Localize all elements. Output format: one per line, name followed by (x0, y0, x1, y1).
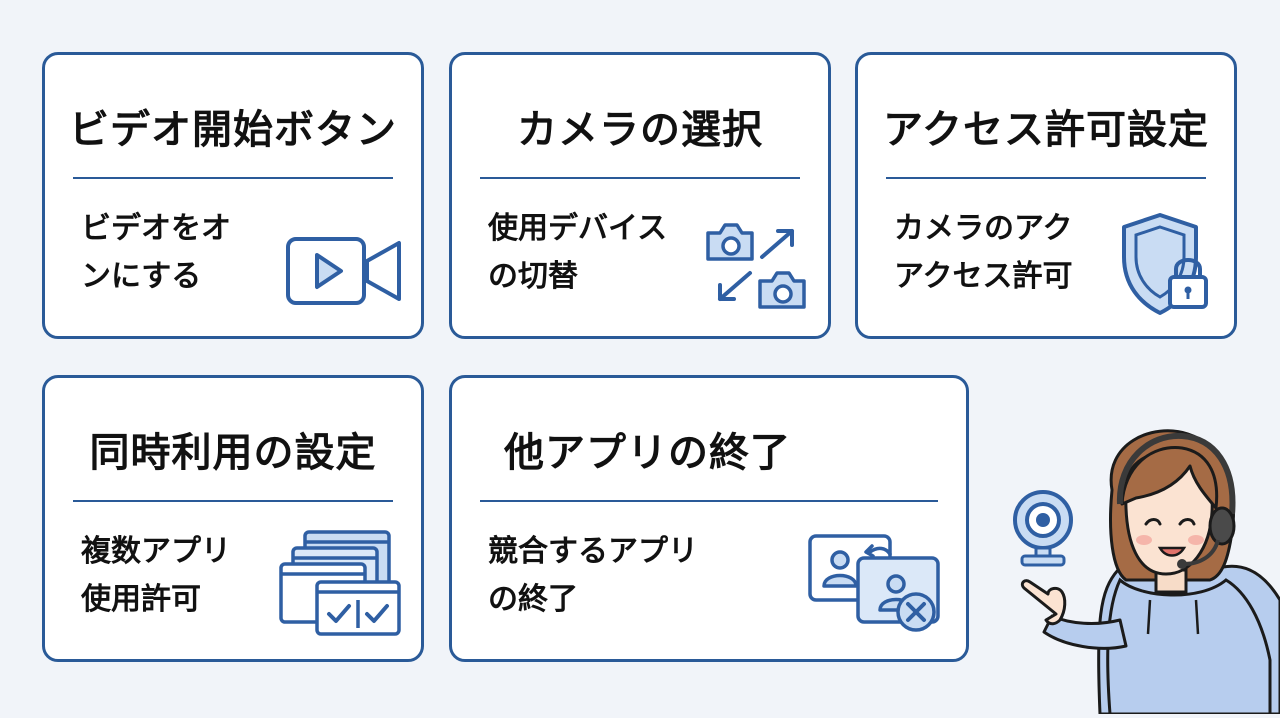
divider (73, 177, 393, 179)
card-title: アクセス許可設定 (883, 107, 1209, 153)
webcam-icon (1010, 488, 1076, 568)
card-description-line: 複数アプリ (81, 534, 231, 569)
card-description: カメラのアク アクセス許可 (894, 205, 1073, 301)
card-description: 複数アプリ 使用許可 (81, 528, 231, 624)
card-description: ビデオをオ ンにする (81, 205, 231, 301)
close-app-icon (806, 532, 942, 638)
card-camera-select: カメラの選択 使用デバイス の切替 (449, 52, 831, 339)
card-title: カメラの選択 (517, 107, 763, 153)
card-access-permission: アクセス許可設定 カメラのアク アクセス許可 (855, 52, 1237, 339)
video-camera-play-icon (285, 233, 405, 309)
card-description-line: 使用デバイス (488, 211, 668, 246)
card-close-other-apps: 他アプリの終了 競合するアプリ の終了 (449, 375, 969, 662)
card-title: 他アプリの終了 (504, 430, 791, 476)
camera-swap-icon (704, 215, 810, 319)
card-description-line: の切替 (488, 259, 578, 294)
multiple-windows-check-icon (279, 528, 403, 638)
divider (480, 500, 938, 502)
card-description-line: の終了 (488, 582, 578, 617)
divider (886, 177, 1206, 179)
card-title: 同時利用の設定 (89, 430, 377, 476)
card-description-line: カメラのアク (894, 211, 1073, 246)
card-description-line: アクセス許可 (894, 259, 1073, 294)
card-concurrent-use: 同時利用の設定 複数アプリ 使用許可 (42, 375, 424, 662)
divider (480, 177, 800, 179)
card-title: ビデオ開始ボタン (69, 107, 397, 153)
card-description-line: 使用許可 (81, 582, 201, 617)
card-description-line: ビデオをオ (81, 211, 231, 246)
card-description-line: ンにする (81, 259, 202, 294)
shield-lock-icon (1118, 211, 1214, 319)
card-description: 競合するアプリ の終了 (488, 528, 698, 624)
woman-with-headset-illustration (1000, 420, 1280, 718)
card-description: 使用デバイス の切替 (488, 205, 667, 301)
card-description-line: 競合するアプリ (488, 534, 698, 569)
divider (73, 500, 393, 502)
card-video-start: ビデオ開始ボタン ビデオをオ ンにする (42, 52, 424, 339)
